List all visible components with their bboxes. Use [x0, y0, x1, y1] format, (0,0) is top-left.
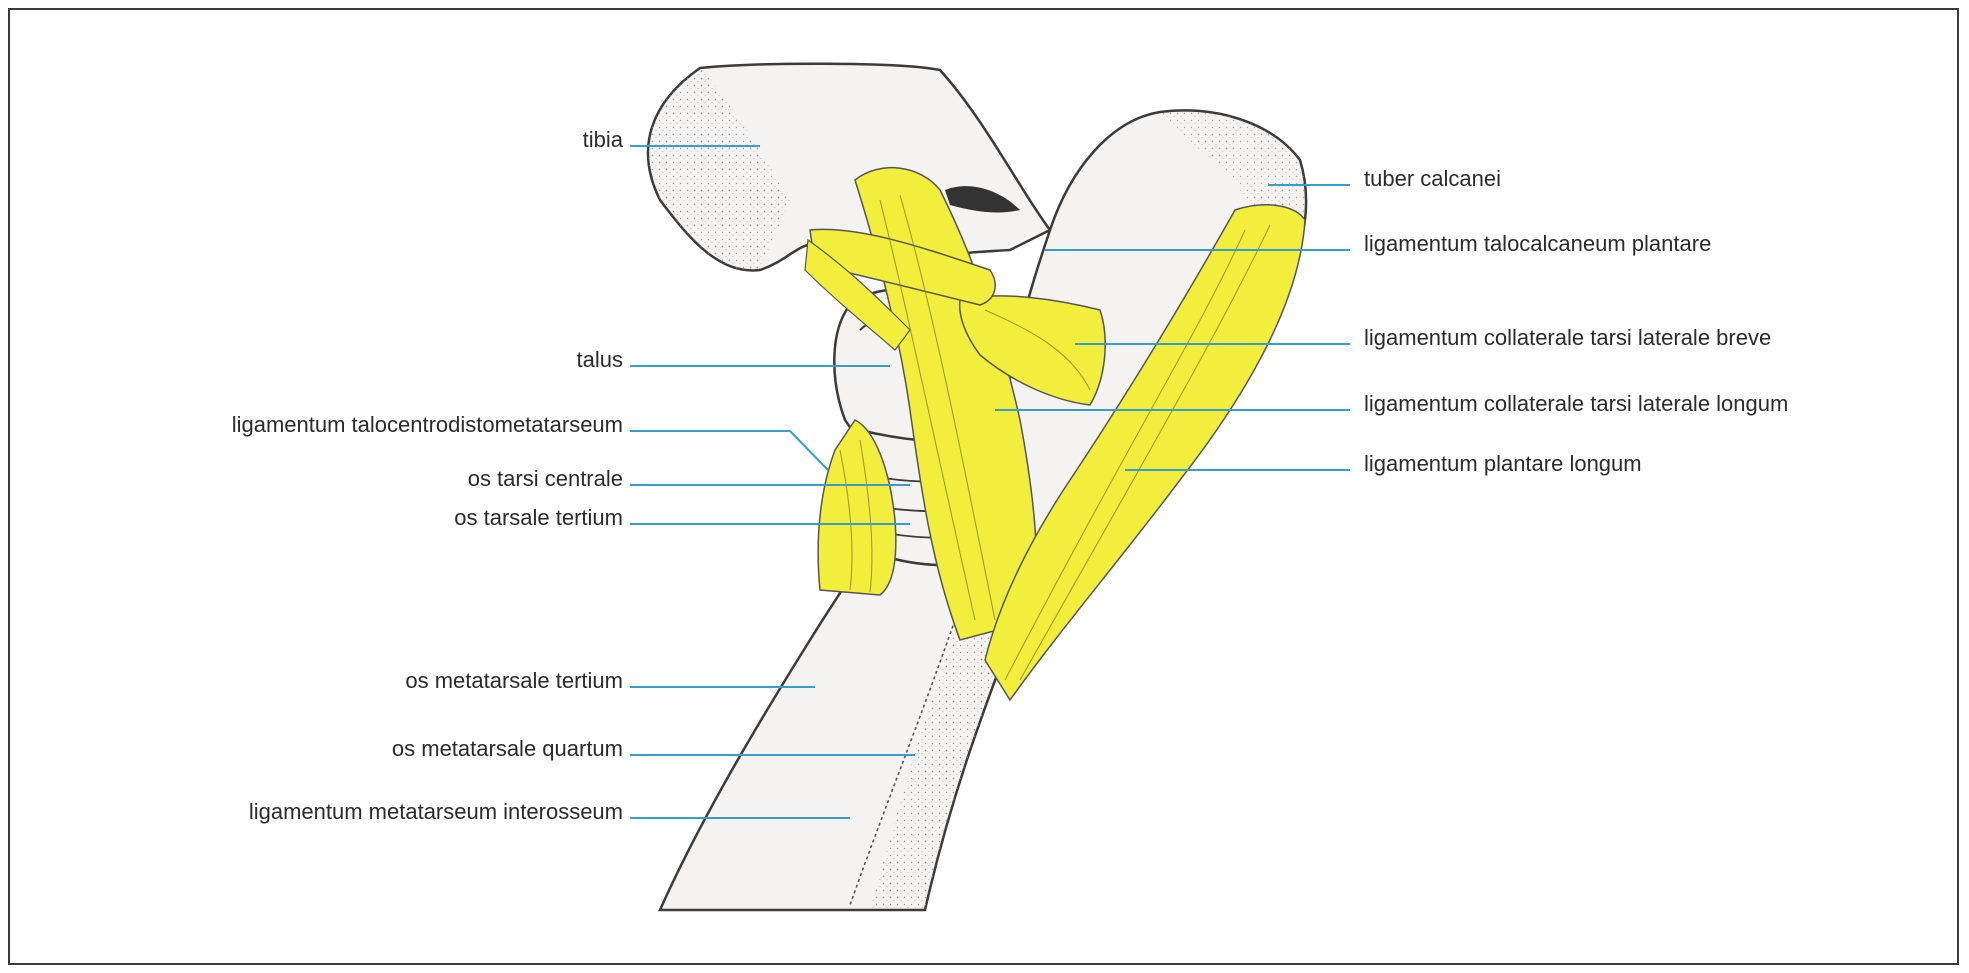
label-os-metatarsale-quartum: os metatarsale quartum [392, 738, 623, 760]
label-os-tarsi-centrale: os tarsi centrale [468, 468, 623, 490]
label-talus: talus [577, 349, 623, 371]
label-ligamentum-metatarseum-interosseum: ligamentum metatarseum interosseum [249, 801, 623, 823]
label-tibia: tibia [583, 129, 623, 151]
label-tuber-calcanei: tuber calcanei [1364, 168, 1501, 190]
label-os-metatarsale-tertium: os metatarsale tertium [405, 670, 623, 692]
label-ligamentum-collaterale-tarsi-laterale-breve: ligamentum collaterale tarsi laterale br… [1364, 327, 1771, 349]
label-ligamentum-plantare-longum: ligamentum plantare longum [1364, 453, 1642, 475]
label-os-tarsale-tertium: os tarsale tertium [454, 507, 623, 529]
leader-talocentrodistometatarseum [630, 431, 828, 470]
label-ligamentum-talocalcaneum-plantare: ligamentum talocalcaneum plantare [1364, 233, 1711, 255]
label-ligamentum-collaterale-tarsi-laterale-longum: ligamentum collaterale tarsi laterale lo… [1364, 393, 1788, 415]
label-ligamentum-talocentrodistometatarseum: ligamentum talocentrodistometatarseum [232, 414, 623, 436]
